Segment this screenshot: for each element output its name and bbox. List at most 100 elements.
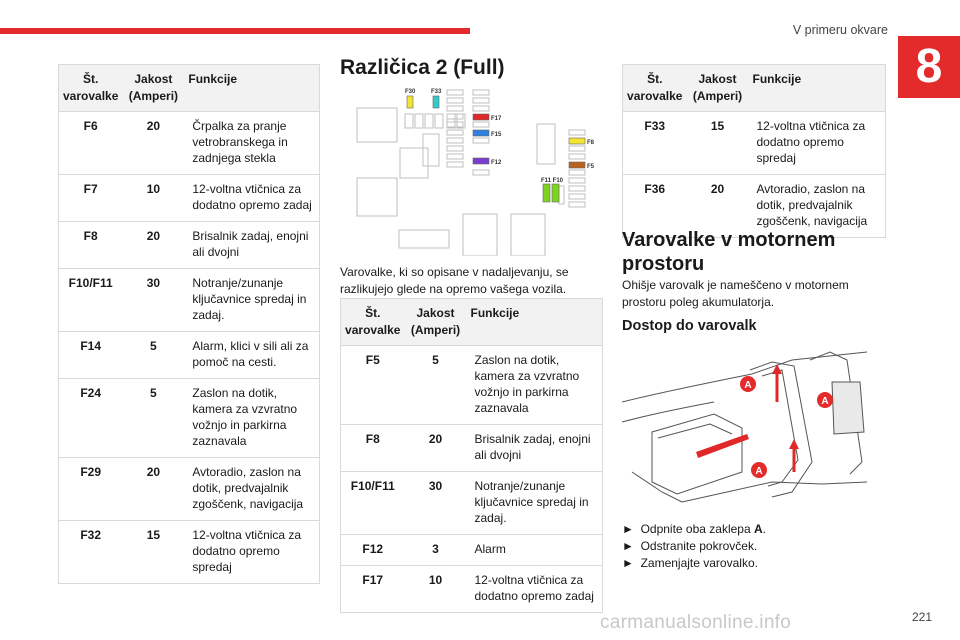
marker-a-text: A <box>744 380 751 391</box>
fuse-number: F8 <box>58 221 123 269</box>
fuse-function: 12-voltna vtičnica za dodatno opremo zad… <box>466 565 603 613</box>
fuse-amps: 3 <box>404 534 467 566</box>
fuse-amps: 15 <box>122 520 185 584</box>
fuse-amps: 5 <box>122 378 185 458</box>
fuse-amps: 20 <box>122 221 185 269</box>
variant-title: Različica 2 (Full) <box>340 56 505 79</box>
fuse-function: Notranje/zunanje ključavnice spredaj in … <box>184 268 320 332</box>
column-header-amps: Jakost (Amperi) <box>692 72 743 103</box>
fuse-function: 12-voltna vtičnica za dodatno opremo spr… <box>184 520 320 584</box>
fuse-f10-mark <box>551 183 560 203</box>
fuse-number: F32 <box>58 520 123 584</box>
fuse-number: F12 <box>340 534 405 566</box>
bullet-icon: ► <box>622 556 634 570</box>
fuse-function: Avtoradio, zaslon na dotik, predvajalnik… <box>184 457 320 521</box>
column-header-fuse: Št. varovalke <box>345 306 401 337</box>
fuse-amps: 15 <box>686 111 749 175</box>
fuse-f12-mark <box>472 157 490 165</box>
fuse-function: Brisalnik zadaj, enojni ali dvojni <box>184 221 320 269</box>
marker-a-text: A <box>821 396 828 407</box>
bullet-icon: ► <box>622 522 634 536</box>
fuse-number: F17 <box>340 565 405 613</box>
marker-a-text: A <box>755 466 762 477</box>
column-header-fuse: Št. varovalke <box>63 72 119 103</box>
label-f33: F33 <box>431 89 442 95</box>
column-header-amps: Jakost (Amperi) <box>128 72 179 103</box>
fuse-function: 12-voltna vtičnica za dodatno opremo spr… <box>748 111 886 175</box>
fuse-number: F8 <box>340 424 405 472</box>
label-a-marker: A <box>751 462 767 478</box>
step-3-text: Zamenjajte varovalko. <box>640 556 758 570</box>
step-1-bold: A <box>754 522 763 536</box>
fuse-function: Alarm, klici v sili ali za pomoč na cest… <box>184 331 320 379</box>
step-1-text: Odpnite oba zaklepa <box>640 522 751 536</box>
fuse-number: F10/F11 <box>340 471 405 535</box>
label-f5: F5 <box>587 164 595 170</box>
fuse-function: Alarm <box>466 534 603 566</box>
fuse-function: Notranje/zunanje ključavnice spredaj in … <box>466 471 603 535</box>
fuse-f30-mark <box>406 95 414 109</box>
fuse-f33-mark <box>432 95 440 109</box>
section-title: V primeru okvare <box>792 23 888 37</box>
fuse-f17-mark <box>472 113 490 121</box>
chapter-number: 8 <box>898 36 960 98</box>
fuse-amps: 30 <box>122 268 185 332</box>
label-f30: F30 <box>405 89 416 95</box>
fuse-amps: 5 <box>122 331 185 379</box>
fuse-number: F29 <box>58 457 123 521</box>
fuse-amps: 10 <box>404 565 467 613</box>
header-accent-bar <box>0 28 470 34</box>
label-f15: F15 <box>491 132 502 138</box>
fuse-box-diagram: F30 F33 F17 F15 F12 F8 F5 F11 F10 <box>356 89 595 256</box>
fuse-table-left: Št. varovalke Jakost (Amperi) Funkcije F… <box>58 64 320 584</box>
fuse-f5-mark <box>568 161 586 169</box>
fuse-f8-mark <box>568 137 586 145</box>
fuse-number: F7 <box>58 174 123 222</box>
intro-paragraph: Varovalke, ki so opisane v nadaljevanju,… <box>340 265 569 296</box>
label-a-marker: A <box>740 376 756 392</box>
fuse-number: F6 <box>58 111 123 175</box>
step-1-end: . <box>762 522 767 536</box>
bullet-icon: ► <box>622 539 634 553</box>
fuse-function: 12-voltna vtičnica za dodatno opremo zad… <box>184 174 320 222</box>
watermark: carmanualsonline.info <box>600 612 792 633</box>
fuse-amps: 20 <box>122 457 185 521</box>
step-2: ► Odstranite pokrovček. <box>622 538 757 554</box>
engine-fuses-paragraph: Ohišje varovalk je nameščeno v motornem … <box>622 278 849 309</box>
label-f8: F8 <box>587 140 595 146</box>
fuse-table-middle: Št. varovalke Jakost (Amperi) Funkcije F… <box>340 298 603 613</box>
fuse-f15-mark <box>472 129 490 137</box>
fuse-number: F10/F11 <box>58 268 123 332</box>
fuse-f11-mark <box>542 183 551 203</box>
label-f11-f10: F11 F10 <box>541 178 564 184</box>
fuse-function: Zaslon na dotik, kamera za vzvratno vožn… <box>466 345 603 425</box>
column-header-function: Funkcije <box>188 72 238 86</box>
fuse-table-right: Št. varovalke Jakost (Amperi) Funkcije F… <box>622 64 886 238</box>
step-1: ► Odpnite oba zaklepa A. <box>622 521 766 537</box>
engine-fusebox-illustration: A A A <box>622 351 867 503</box>
engine-fuses-heading: Varovalke v motornem prostoru <box>622 229 836 275</box>
fuse-number: F36 <box>622 174 687 238</box>
fuse-number: F14 <box>58 331 123 379</box>
fuse-amps: 20 <box>686 174 749 238</box>
fuse-function: Zaslon na dotik, kamera za vzvratno vožn… <box>184 378 320 458</box>
fuse-amps: 20 <box>404 424 467 472</box>
column-header-amps: Jakost (Amperi) <box>410 306 461 337</box>
column-header-function: Funkcije <box>752 72 802 86</box>
label-f17: F17 <box>491 116 502 122</box>
fuse-amps: 20 <box>122 111 185 175</box>
